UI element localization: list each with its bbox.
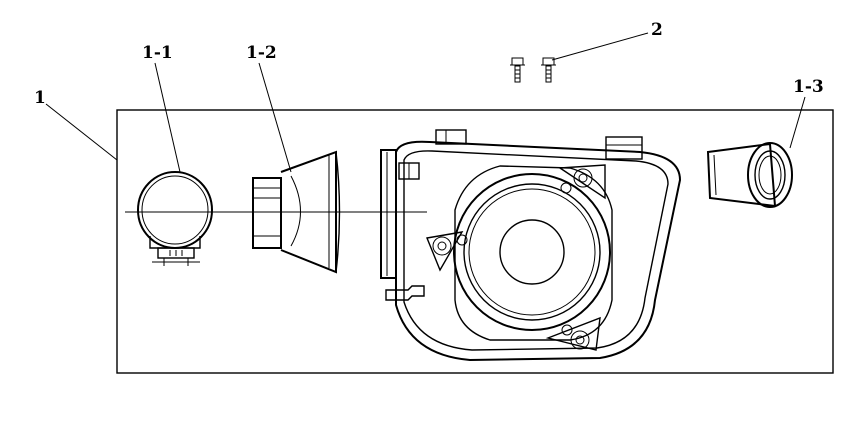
callout-1-3: 1-3 xyxy=(793,77,824,97)
callout-1-1: 1-1 xyxy=(142,43,173,63)
intake-funnel xyxy=(252,150,341,274)
callout-1-2: 1-2 xyxy=(246,43,277,63)
outlet-sleeve xyxy=(706,142,793,208)
hose-clamp xyxy=(137,171,213,266)
air-filter-housing xyxy=(380,129,682,362)
callout-2: 2 xyxy=(651,20,663,40)
leader-lines xyxy=(45,32,806,173)
assembly-frame xyxy=(116,109,834,374)
bolts xyxy=(510,57,556,83)
callout-1: 1 xyxy=(34,88,46,108)
